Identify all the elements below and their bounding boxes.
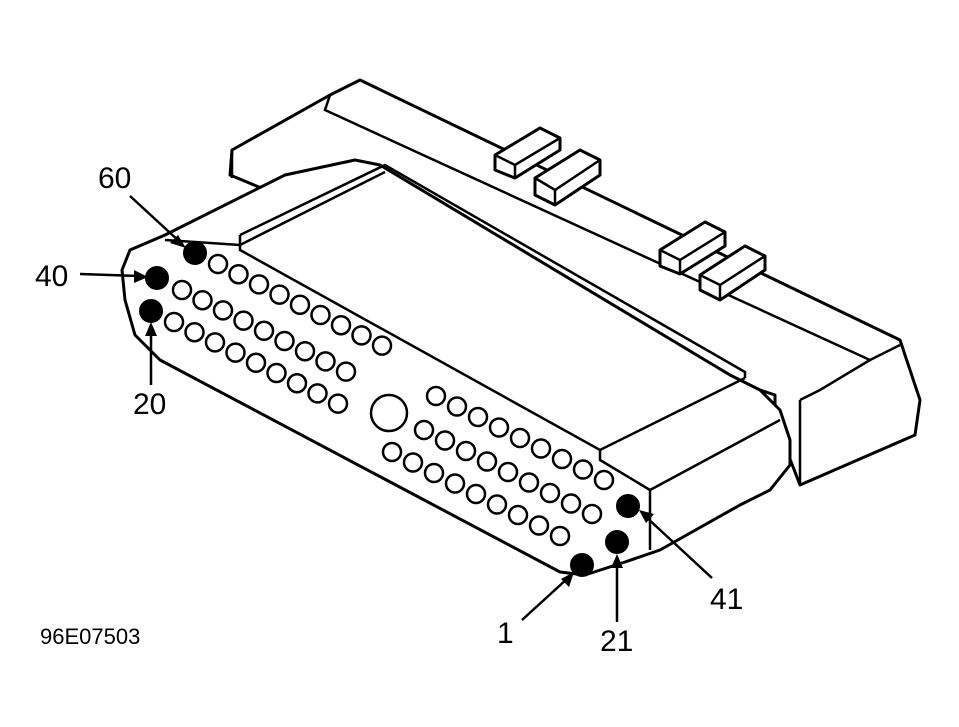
pin bbox=[307, 383, 328, 404]
pin bbox=[163, 311, 185, 333]
pin-21-marker bbox=[605, 530, 629, 554]
pin bbox=[476, 451, 498, 472]
pin bbox=[446, 396, 468, 417]
pin bbox=[507, 504, 529, 526]
pin bbox=[248, 274, 270, 295]
figure-code: 96E07503 bbox=[40, 624, 140, 649]
pin bbox=[327, 393, 349, 414]
pin bbox=[245, 352, 267, 374]
pin bbox=[289, 294, 311, 316]
pin bbox=[207, 253, 229, 275]
callout-21: 21 bbox=[600, 625, 633, 658]
pin bbox=[310, 304, 331, 326]
pin bbox=[192, 289, 213, 311]
pin bbox=[530, 438, 552, 459]
pin-41-marker bbox=[616, 494, 640, 518]
key-hole bbox=[369, 393, 409, 433]
callout-20: 20 bbox=[133, 388, 166, 421]
pin bbox=[269, 284, 290, 305]
pin bbox=[330, 314, 352, 336]
pin bbox=[402, 452, 424, 473]
pin bbox=[171, 279, 193, 301]
pin bbox=[425, 385, 447, 407]
pin bbox=[465, 483, 487, 505]
pin bbox=[335, 361, 357, 382]
pin-20-marker bbox=[139, 299, 163, 323]
pin bbox=[518, 472, 540, 493]
pin bbox=[551, 448, 573, 470]
pin bbox=[572, 459, 594, 480]
callout-60: 60 bbox=[98, 162, 131, 195]
pin bbox=[274, 330, 295, 352]
pin bbox=[413, 419, 435, 441]
pin bbox=[286, 372, 308, 394]
callout-41: 41 bbox=[710, 583, 743, 616]
pin bbox=[434, 430, 456, 451]
pin bbox=[509, 427, 531, 449]
pin bbox=[253, 320, 275, 342]
pin-array bbox=[163, 253, 615, 547]
callout-40: 40 bbox=[35, 260, 68, 293]
pin bbox=[212, 300, 234, 321]
pin bbox=[497, 461, 519, 483]
pin bbox=[371, 335, 393, 356]
pin bbox=[233, 310, 254, 331]
leader-lines bbox=[79, 195, 713, 622]
pin bbox=[488, 417, 510, 438]
pin bbox=[560, 493, 582, 514]
pin bbox=[294, 340, 316, 362]
pin bbox=[315, 351, 336, 372]
pin bbox=[266, 362, 287, 384]
pin bbox=[351, 325, 372, 346]
pin-1-marker bbox=[570, 553, 594, 577]
pin bbox=[423, 462, 445, 484]
pin bbox=[228, 263, 249, 285]
connector-face bbox=[120, 158, 792, 577]
pin bbox=[581, 503, 603, 525]
callout-1: 1 bbox=[497, 617, 514, 650]
pin bbox=[204, 332, 226, 353]
pin bbox=[184, 321, 205, 343]
pin bbox=[486, 494, 508, 515]
pin bbox=[381, 441, 403, 463]
pin bbox=[539, 482, 561, 504]
latch-tabs bbox=[493, 126, 767, 302]
pin bbox=[528, 515, 550, 536]
pin bbox=[593, 469, 615, 491]
pin bbox=[225, 342, 246, 363]
pin bbox=[549, 525, 571, 547]
pin bbox=[467, 406, 489, 428]
pin bbox=[455, 440, 477, 462]
pin bbox=[444, 473, 466, 494]
pin-60-marker bbox=[183, 241, 207, 265]
pin-40-marker bbox=[145, 266, 169, 290]
marked-pins bbox=[139, 241, 640, 577]
